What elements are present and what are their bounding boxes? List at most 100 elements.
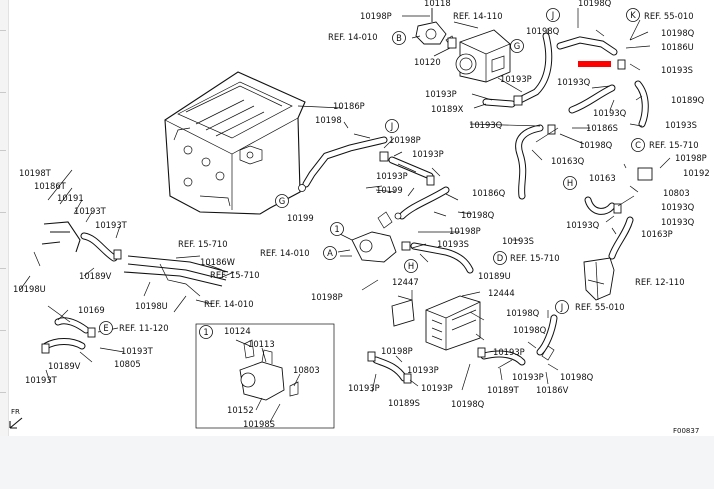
label-10189t: 10189T — [487, 385, 520, 395]
label-10189q: 10189Q — [671, 95, 705, 105]
svg-text:J: J — [560, 302, 563, 312]
callout-1-box: 1 — [199, 325, 213, 339]
label-ref-15-710: REF. 15-710 — [649, 140, 699, 150]
label-10198q: 10198Q — [579, 140, 613, 150]
page-footer-band — [0, 436, 714, 489]
label-10193s: 10193S — [502, 236, 534, 246]
callout-markers: B G J K C H A G J 1 D H E 1 J — [99, 8, 645, 339]
label-10803: 10803 — [293, 365, 320, 375]
front-label: FR — [11, 408, 20, 416]
callout-k: K — [626, 8, 640, 22]
label-10198q: 10198Q — [560, 372, 594, 382]
svg-text:A: A — [327, 248, 333, 258]
label-10199: 10199 — [376, 185, 403, 195]
callout-e: E — [99, 321, 113, 335]
label-10193p: 10193P — [500, 74, 532, 84]
label-10198q: 10198Q — [451, 399, 485, 409]
label-10198u: 10198U — [135, 301, 168, 311]
label-10193p: 10193P — [425, 89, 457, 99]
highlight-marker — [578, 61, 611, 67]
label-10198q: 10198Q — [578, 0, 612, 8]
throttle-body — [445, 29, 511, 83]
label-10193p: 10193P — [512, 372, 544, 382]
label-10193q: 10193Q — [593, 108, 627, 118]
label-10198q: 10198Q — [661, 28, 695, 38]
label-ref-14-010: REF. 14-010 — [204, 299, 254, 309]
svg-text:J: J — [390, 121, 393, 131]
label-10193s: 10193S — [661, 65, 693, 75]
water-outlet-housing — [339, 211, 397, 263]
label-10193q: 10193Q — [661, 217, 695, 227]
label-10198p: 10198P — [381, 346, 413, 356]
label-10191: 10191 — [57, 193, 84, 203]
label-10198q: 10198Q — [526, 26, 560, 36]
label-ref-11-120: REF. 11-120 — [119, 323, 169, 333]
label-10192: 10192 — [683, 168, 710, 178]
label-10198q: 10198Q — [513, 325, 547, 335]
label-10124: 10124 — [224, 326, 251, 336]
callout-g-mid: G — [275, 194, 289, 208]
label-10198: 10198 — [315, 115, 342, 125]
center-hoses — [302, 136, 558, 382]
label-10152: 10152 — [227, 405, 254, 415]
label-10193p: 10193P — [407, 365, 439, 375]
label-10193p: 10193P — [412, 149, 444, 159]
label-10186p: 10186P — [333, 101, 365, 111]
svg-text:K: K — [630, 10, 636, 20]
label-ref-14-010: REF. 14-010 — [328, 32, 378, 42]
svg-text:H: H — [408, 261, 414, 271]
label-10186u: 10186U — [661, 42, 694, 52]
part-labels: 10118 10198P REF. 14-110 REF. 14-010 101… — [13, 0, 710, 429]
svg-text:1: 1 — [203, 327, 208, 337]
label-10193t: 10193T — [25, 375, 58, 385]
svg-text:E: E — [103, 323, 108, 333]
callout-d: D — [493, 251, 507, 265]
callout-g-top: G — [510, 39, 524, 53]
label-10193p: 10193P — [376, 171, 408, 181]
label-10186w: 10186W — [200, 257, 235, 267]
svg-text:G: G — [514, 41, 521, 51]
label-10198q: 10198Q — [506, 308, 540, 318]
label-10193p: 10193P — [493, 347, 525, 357]
label-ref-14-110: REF. 14-110 — [453, 11, 503, 21]
label-10169: 10169 — [78, 305, 105, 315]
label-10198p: 10198P — [389, 135, 421, 145]
detail-box-1 — [195, 323, 335, 429]
heat-exchanger — [391, 290, 481, 351]
reservoir-tank — [583, 257, 615, 301]
label-10189x: 10189X — [431, 104, 464, 114]
label-ref-15-710: REF. 15-710 — [510, 253, 560, 263]
label-10113: 10113 — [248, 339, 275, 349]
label-10193t: 10193T — [95, 220, 128, 230]
label-ref-12-110: REF. 12-110 — [635, 277, 685, 287]
label-10193s: 10193S — [665, 120, 697, 130]
label-10193q: 10193Q — [469, 120, 503, 130]
label-10193q: 10193Q — [661, 202, 695, 212]
label-10198p: 10198P — [360, 11, 392, 21]
label-10193t: 10193T — [74, 206, 107, 216]
label-10198p: 10198P — [675, 153, 707, 163]
engine-block — [164, 71, 306, 215]
callout-b: B — [392, 31, 406, 45]
label-ref-55-010: REF. 55-010 — [644, 11, 694, 21]
label-10198t: 10198T — [19, 168, 52, 178]
label-12444: 12444 — [488, 288, 515, 298]
label-10120: 10120 — [414, 57, 441, 67]
label-10803: 10803 — [663, 188, 690, 198]
svg-text:B: B — [396, 33, 402, 43]
callout-a: A — [323, 246, 337, 260]
fittings — [41, 37, 653, 384]
label-10198p: 10198P — [311, 292, 343, 302]
label-10198p: 10198P — [449, 226, 481, 236]
svg-text:J: J — [551, 10, 554, 20]
left-page-strip — [0, 0, 9, 489]
bracket-10118 — [415, 8, 447, 45]
callout-1-mid: 1 — [330, 222, 344, 236]
label-10163p: 10163P — [641, 229, 673, 239]
label-10189v: 10189V — [79, 271, 112, 281]
label-10189s: 10189S — [388, 398, 420, 408]
label-10189u: 10189U — [478, 271, 511, 281]
label-10193p: 10193P — [348, 383, 380, 393]
label-10186q: 10186Q — [472, 188, 506, 198]
